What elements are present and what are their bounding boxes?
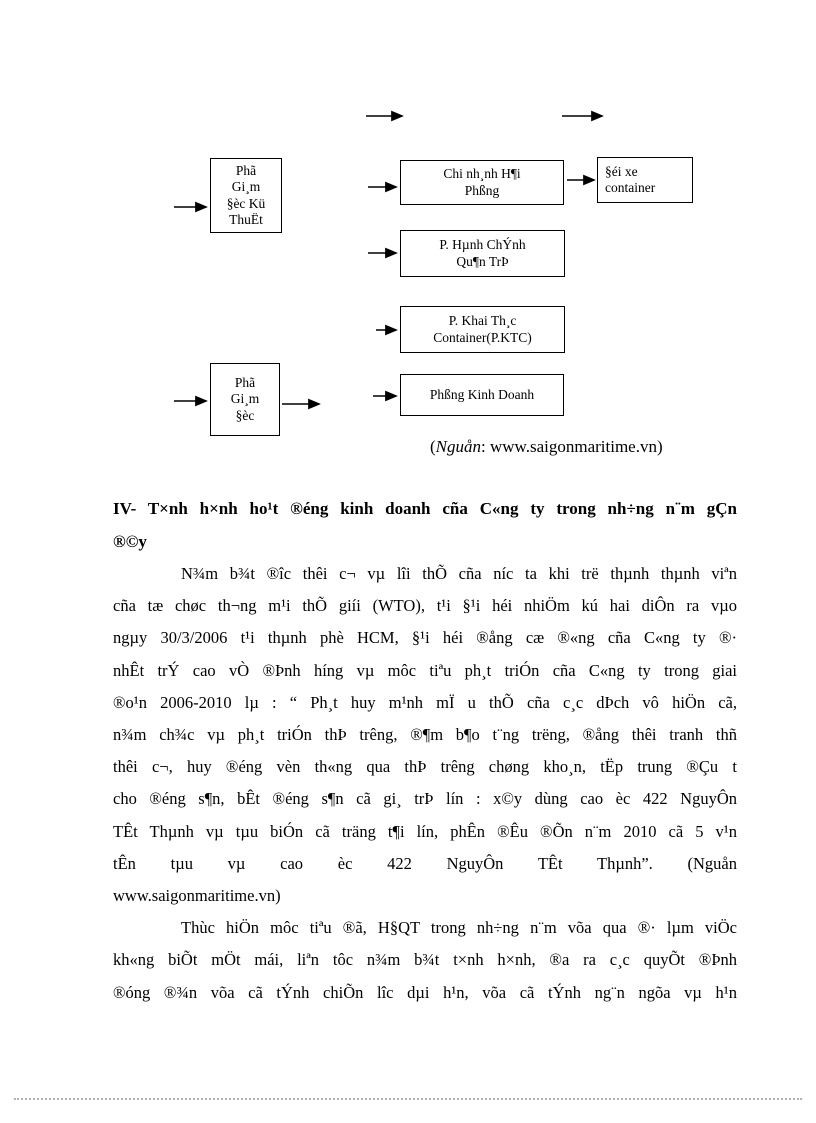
org-box-line: ThuËt [229,212,263,227]
document-body: IV- T×nh h×nh ho¹t ®éng kinh doanh cña C… [113,492,737,1009]
org-box-container-truck-team: §éi xe container [597,157,693,203]
caption-open-paren: ( [430,437,436,456]
org-box-line: Qu¶n TrÞ [456,253,509,269]
paragraph1-line: cña tæ chøc th¬ng m¹i thÕ giíi (WTO), t¹… [113,596,737,616]
org-box-line: Container(P.KTC) [433,329,532,345]
org-box-line: P. Hµnh ChÝnh [439,237,526,252]
paragraph1-line: ®o¹n 2006-2010 lµ : “ Ph¸t huy m¹nh mÏ u… [113,692,737,712]
paragraph1-line: nhÊt trÝ cao vÒ ®Þnh híng vµ môc tiªu ph… [113,660,737,680]
paragraph1-line: n¾m ch¾c vµ ph¸t triÓn thÞ trêng, ®¶m b¶… [113,725,737,745]
org-box-line: Phßng Kinh Doanh [429,386,535,402]
section-heading-line1: IV- T×nh h×nh ho¹t ®éng kinh doanh cña C… [113,499,737,518]
org-box-line: Gi¸m [230,391,260,407]
org-box-line: Phßng [464,182,500,198]
org-box-line: §éi xe [605,163,638,179]
org-box-line: §èc [235,407,255,423]
paragraph1-line: cho ®éng s¶n, bÊt ®éng s¶n cã gi¸ trÞ lí… [113,789,737,809]
org-box-line: container [605,180,656,195]
org-box-line: §èc Kü [226,195,266,211]
org-box-line: Phã [234,374,256,390]
org-box-admin-office: P. Hµnh ChÝnh Qu¶n TrÞ [400,230,565,277]
section-heading-line2: ®©y [113,532,147,551]
paragraph1-line: ngµy 30/3/2006 t¹i thµnh phè HCM, §¹i hé… [113,628,737,648]
page-bottom-dotted-line [14,1098,802,1100]
paragraph2-line: kh«ng biÕt mÖt mái, liªn tôc n¾m b¾t t×n… [113,950,737,970]
org-chart-arrows [174,110,604,410]
org-box-deputy-director: Phã Gi¸m §èc [210,363,280,436]
paragraph1-line: tÊn tµu vµ cao èc 422 NguyÔn TÊt Thµnh”.… [113,853,737,873]
paragraph1-line: www.saigonmaritime.vn) [113,886,281,906]
caption-url-text: : www.saigonmaritime.vn) [481,437,663,456]
org-box-container-exploitation-office: P. Khai Th¸c Container(P.KTC) [400,306,565,353]
paragraph1-line: TÊt Thµnh vµ tµu biÓn cã träng t¶i lín, … [113,821,737,841]
paragraph1-line: thêi c¬, huy ®éng vèn th«ng qua thÞ trên… [113,757,737,777]
paragraph2-line: ®óng ®¾n võa cã tÝnh chiÕn lîc dµi h¹n, … [113,982,737,1002]
paragraph1-line: N¾m b¾t ®îc thêi c¬ vµ lîi thÕ cña níc t… [181,564,737,583]
diagram-source-caption: (Nguån: www.saigonmaritime.vn) [430,436,663,457]
paragraph2-line: Thùc hiÖn môc tiªu ®ã, H§QT trong nh÷ng … [181,918,737,938]
org-box-line: Gi¸m [231,179,261,194]
org-box-business-office: Phßng Kinh Doanh [400,374,564,416]
org-box-line: Phã [235,162,257,178]
caption-source-label: Nguån [435,437,482,456]
org-box-line: Chi nh¸nh H¶i [443,166,521,181]
org-box-deputy-director-technical: Phã Gi¸m §èc Kü ThuËt [210,158,282,233]
org-box-line: P. Khai Th¸c [448,313,517,328]
org-box-haiphong-branch: Chi nh¸nh H¶i Phßng [400,160,564,205]
org-chart: Phã Gi¸m §èc Kü ThuËt Chi nh¸nh H¶i Phßn… [0,0,816,470]
